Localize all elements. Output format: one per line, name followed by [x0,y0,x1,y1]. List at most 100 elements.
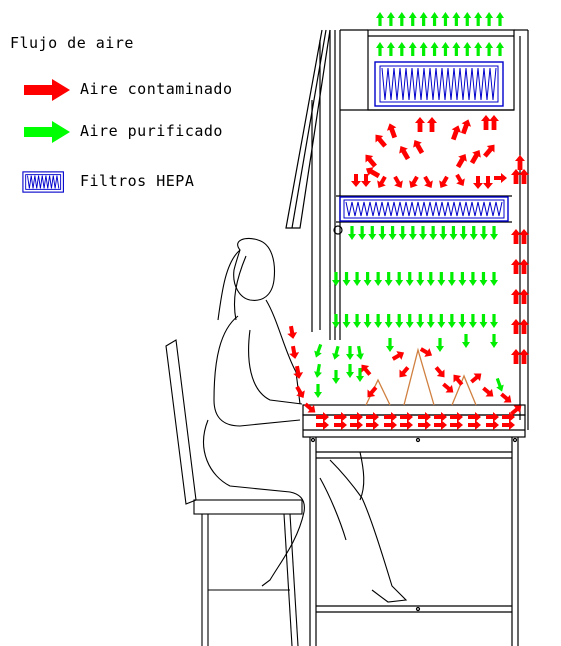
green-arrow [346,364,354,378]
green-arrow [398,226,407,240]
green-arrow [458,314,467,328]
red-arrow [427,117,437,132]
red-arrow [468,369,485,386]
green-arrow [332,314,340,328]
green-arrow [447,314,456,328]
red-arrow [486,420,499,430]
green-arrow [459,226,468,240]
red-arrow [468,420,481,430]
red-arrow [400,412,413,422]
red-arrow [363,384,380,401]
red-arrow [361,174,371,187]
green-arrow [330,345,342,361]
green-arrow [386,12,395,26]
green-arrow [419,12,428,26]
red-arrow [420,174,436,191]
green-arrow [395,272,404,286]
green-arrow [397,12,406,26]
green-arrow [496,42,504,56]
red-arrow [371,131,389,150]
operator-figure [203,237,408,603]
red-arrow [406,174,422,191]
green-arrow [479,314,488,328]
red-arrow [384,121,400,140]
red-arrow [467,147,484,166]
legend-label-hepa: Filtros HEPA [80,172,195,190]
red-arrow [515,155,525,170]
green-arrow [429,226,438,240]
red-arrow [436,174,452,191]
green-arrow [441,42,450,56]
green-arrow [485,12,494,26]
red-arrow [418,420,431,430]
legend-label-purified: Aire purificado [80,122,223,140]
green-arrow [490,226,498,240]
green-arrow [342,314,351,328]
green-arrow [416,272,425,286]
red-arrow [316,412,329,422]
green-arrow [419,226,427,240]
red-arrow [390,174,406,191]
red-arrow [400,420,413,430]
green-arrow [395,314,404,328]
green-arrow [376,12,384,26]
green-arrow [436,338,444,352]
operator-chair [165,339,303,646]
red-arrow [453,151,470,170]
green-arrow [416,314,425,328]
green-arrow [493,377,506,394]
red-arrow [473,176,483,189]
green-arrow [408,12,417,26]
red-arrow [316,420,329,430]
red-arrow [434,412,447,422]
red-arrow [384,412,397,422]
green-arrow [490,334,498,348]
green-arrow [363,314,372,328]
green-arrow [378,226,387,240]
green-arrow [490,314,498,328]
green-arrow [374,314,383,328]
red-arrow [334,412,347,422]
supply-hepa-filter [339,196,509,222]
red-arrow [481,141,499,160]
green-arrow [368,226,377,240]
green-arrow [314,384,322,398]
green-arrow [452,12,461,26]
red-arrow [498,390,515,407]
green-arrow [354,345,365,361]
red-arrow [366,412,379,422]
red-arrow [483,176,493,189]
red-arrow [351,174,361,187]
green-arrow [469,226,478,240]
red-arrow [502,420,515,430]
hepa-filter-icon [22,171,64,193]
green-arrow [479,272,488,286]
red-arrow [452,172,468,189]
green-arrow [430,42,439,56]
red-arrow [390,348,407,364]
green-arrow [353,272,362,286]
green-arrow [346,346,354,360]
green-arrow [449,226,458,240]
green-arrow [386,42,395,56]
green-arrow [439,226,448,240]
green-arrow [426,314,435,328]
green-arrow-icon [24,121,70,143]
red-arrow [432,364,449,381]
green-arrow [479,226,488,240]
green-arrow [358,226,367,240]
green-arrow [447,272,456,286]
green-arrow [313,363,324,379]
green-arrow [452,42,461,56]
red-arrow [361,151,379,170]
red-arrow [434,420,447,430]
red-arrow [450,412,463,422]
exhaust-hepa-filter [374,61,504,107]
green-arrow [474,42,483,56]
purified-air-arrows [312,12,506,398]
green-arrow [405,314,414,328]
red-arrow [448,123,464,142]
green-arrow [458,272,467,286]
red-arrow [395,364,412,381]
